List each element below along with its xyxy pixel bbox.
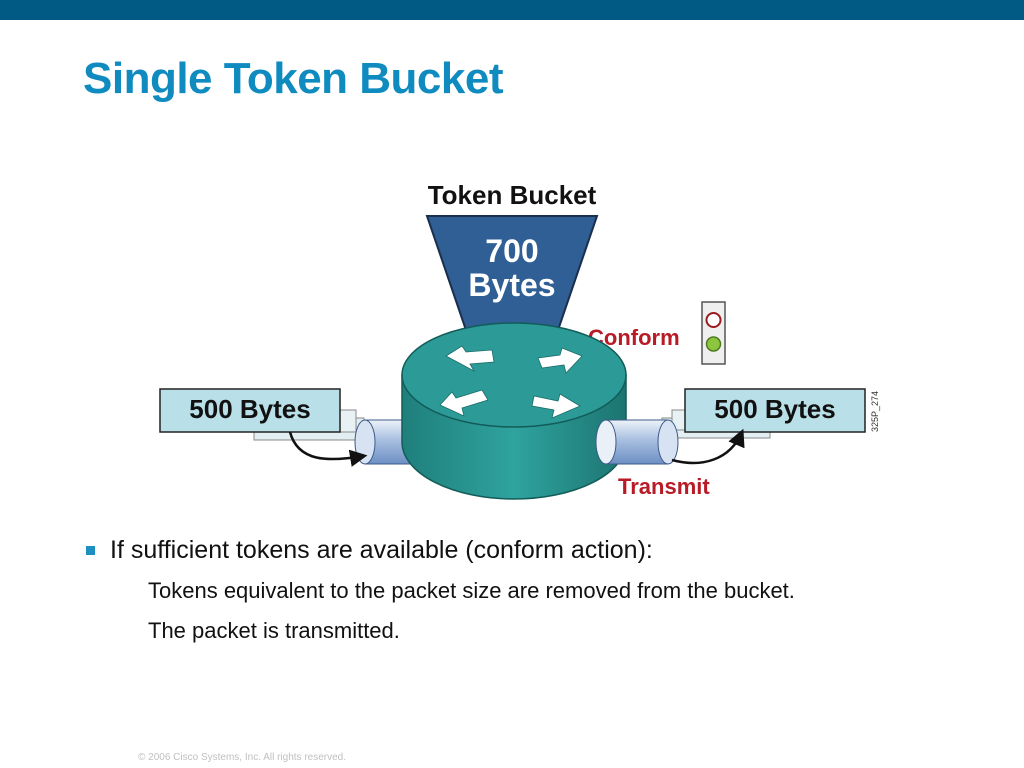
token-bucket-diagram: Token Bucket 700 Bytes Conform 500 Bytes… xyxy=(159,180,880,500)
sub-bullet-text: The packet is transmitted. xyxy=(148,618,400,643)
traffic-light-icon xyxy=(701,301,726,365)
top-bar xyxy=(0,0,1024,20)
input-packet xyxy=(159,388,341,433)
slide-title: Single Token Bucket xyxy=(83,54,504,103)
input-packet-label: 500 Bytes xyxy=(189,394,310,424)
bullet-item: If sufficient tokens are available (conf… xyxy=(86,536,986,570)
bucket-unit: Bytes xyxy=(468,267,555,303)
square-bullet-icon xyxy=(86,546,95,555)
output-packet xyxy=(684,388,866,433)
transmit-label: Transmit xyxy=(618,474,710,499)
bucket-title: Token Bucket xyxy=(428,180,597,210)
output-packet-label: 500 Bytes xyxy=(714,394,835,424)
output-pipe xyxy=(595,419,679,465)
router-icon xyxy=(401,322,627,500)
bullet-text: If sufficient tokens are available (conf… xyxy=(110,536,653,564)
bullet-list: If sufficient tokens are available (conf… xyxy=(86,536,986,643)
sub-bullet-text: Tokens equivalent to the packet size are… xyxy=(148,578,795,603)
figure-id: 325P_274 xyxy=(870,391,880,432)
bucket-value: 700 xyxy=(485,233,538,269)
copyright-footer: © 2006 Cisco Systems, Inc. All rights re… xyxy=(138,752,347,763)
input-flow-arrow xyxy=(288,431,368,467)
output-flow-arrow xyxy=(671,428,745,465)
